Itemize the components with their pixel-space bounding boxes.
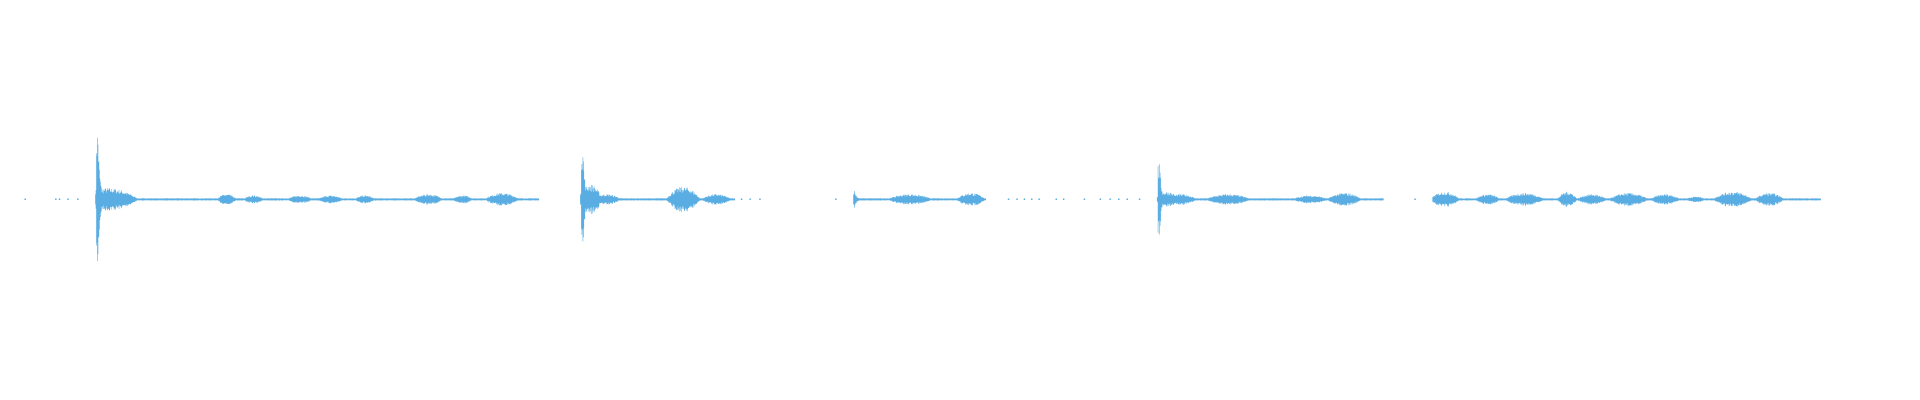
- waveform-dot: [759, 198, 761, 200]
- waveform-dot: [1099, 198, 1102, 200]
- waveform-dot: [1109, 198, 1111, 200]
- clip-2: [580, 157, 761, 242]
- waveform-dot: [1055, 198, 1057, 200]
- waveform-trace: [580, 157, 735, 242]
- waveform-dot: [740, 198, 743, 200]
- waveform-dot: [749, 198, 751, 200]
- waveform-trace: [853, 191, 986, 208]
- waveform-dot: [1062, 198, 1065, 200]
- waveform-dot: [1414, 198, 1416, 200]
- waveform-dot: [24, 198, 26, 200]
- waveform-dot: [1083, 198, 1086, 200]
- waveform-dot: [1138, 198, 1141, 200]
- waveform-dot: [55, 198, 57, 200]
- waveform-dot: [1118, 198, 1120, 200]
- clip-3: [835, 191, 1141, 208]
- waveform-trace: [1156, 164, 1384, 235]
- waveform-dot: [835, 198, 837, 200]
- waveform-dot: [1126, 198, 1128, 200]
- clip-1: [24, 137, 540, 262]
- waveform-dot: [1023, 198, 1026, 200]
- waveform-dot: [1038, 198, 1040, 200]
- waveform-dot: [58, 198, 61, 200]
- waveform-dot: [1016, 198, 1018, 200]
- waveform-dot: [77, 198, 79, 200]
- waveform-trace: [95, 137, 540, 262]
- clip-5: [1432, 191, 1821, 208]
- waveform-trace: [1432, 191, 1821, 208]
- clip-4: [1156, 164, 1416, 235]
- waveform-dot: [1031, 198, 1033, 200]
- waveform-dot: [1007, 198, 1010, 200]
- waveform-dot: [67, 198, 69, 200]
